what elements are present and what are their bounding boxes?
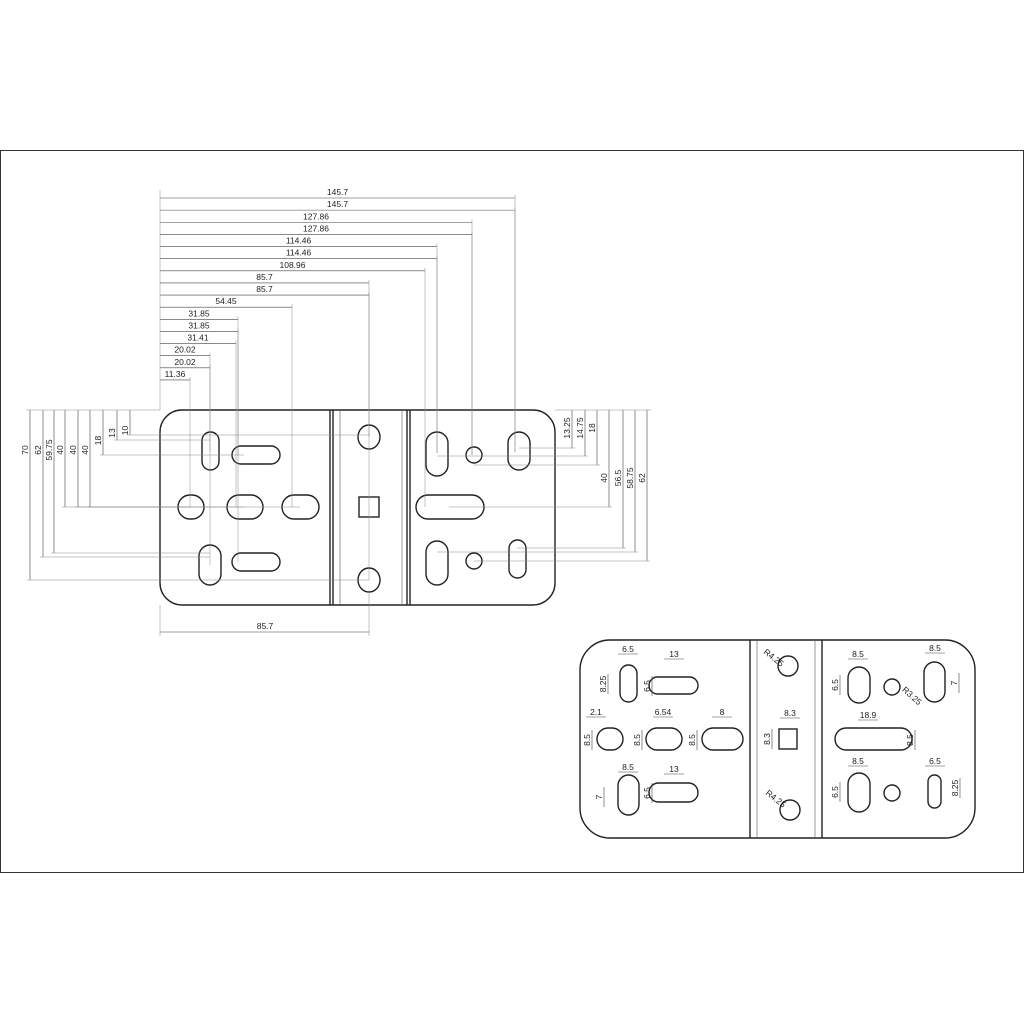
top-dimension-label: 20.02 [174,357,196,367]
round-hole [883,678,901,696]
detail-dimension-label: 8.5 [905,734,915,746]
slot-hole [596,727,624,751]
top-dimension-label: 114.46 [286,248,312,258]
slot-hole [648,676,699,695]
detail-dimension-label: 13 [669,649,679,659]
detail-dimension-label: 7 [594,794,604,799]
square-hole [778,728,798,750]
bottom-dimension-label: 85.7 [257,621,274,631]
top-dimension-label: 31.41 [187,333,209,343]
detail-dimension-label: 8.25 [598,675,608,692]
left-dimension-label: 13 [107,428,117,438]
detail-dimension-label: 8.5 [622,762,634,772]
slot-hole [645,727,683,751]
plate-outline [579,639,976,839]
slot-hole [701,727,744,751]
right-dimension-label: 58.75 [625,467,635,489]
left-dimension-label: 70 [20,445,30,455]
detail-dimension-label: 2.1 [590,707,602,717]
right-dimension-label: 40 [599,473,609,483]
main-plate-view: 145.7 145.7 127.86 127.86 114.46 114.46 108.96… [20,187,651,636]
slot-hole [834,727,913,751]
top-dimension-label: 31.85 [188,308,210,318]
slot-hole [847,666,871,704]
drawing-frame [0,150,1024,873]
detail-dimension-label: 6.5 [622,644,634,654]
detail-dimension-label: 6.5 [642,787,652,799]
top-dimension-label: 127.86 [303,223,329,233]
detail-dimension-label: 18.9 [860,710,877,720]
left-dimension-label: 18 [93,436,103,446]
slot-hole [619,664,638,703]
slot-hole [201,431,220,471]
right-dimension-label: 18 [587,423,597,433]
detail-dimension-label: 8 [720,707,725,717]
detail-dimension-label: R4.25 [762,647,786,669]
detail-dimension-label: 7 [949,680,959,685]
top-dimension-label: 145.7 [327,199,349,209]
detail-dimension-label: 6.54 [655,707,672,717]
round-hole [779,799,801,821]
top-dimension-label: 114.46 [286,236,312,246]
top-dimension-label: 11.36 [165,369,186,379]
detail-dimension-label: 6.5 [642,680,652,692]
round-hole [777,655,799,677]
detail-dimension-label: 8.3 [762,733,772,745]
detail-dimension-label: 8.5 [632,734,642,746]
right-dimension-label: 14.75 [575,417,585,439]
right-dimension-label: 13.25 [562,417,572,439]
detail-dimension-label: 8.5 [687,734,697,746]
slot-hole [507,431,531,471]
round-hole [465,446,483,464]
top-dimension-label: 85.7 [256,272,273,282]
detail-dimension-label: 13 [669,764,679,774]
detail-dimension-label: R3.25 [900,684,924,707]
top-dimension-label: 20.02 [174,345,196,355]
detail-dimension-label: 8.25 [950,779,960,796]
left-dimension-label: 40 [80,445,90,455]
detail-dimension-label: 8.5 [929,643,941,653]
right-dimension-label: 62 [637,473,647,483]
detail-plate-view: 6.58.25136.52.18.56.548.588.58.57136.5R4… [579,639,976,839]
slot-hole [425,540,449,586]
left-dimension-label: 10 [120,426,130,436]
round-hole [883,784,901,802]
top-dimension-label: 127.86 [303,211,329,221]
slot-hole [923,661,946,703]
plate-outline [159,409,556,606]
detail-dimension-label: 8.5 [852,756,864,766]
slot-hole [617,774,640,816]
detail-dimension-label: 6.5 [830,786,840,798]
left-dimension-label: 40 [55,445,65,455]
slot-hole [648,782,699,803]
top-dimension-label: 54.45 [215,296,237,306]
right-dimension-label: 56.5 [613,469,623,486]
slot-hole [927,774,942,809]
detail-dimension-label: 6.5 [929,756,941,766]
slot-hole [231,552,281,572]
slot-hole [847,772,871,813]
detail-dimension-label: 8.5 [582,734,592,746]
detail-dimension-label: R4.25 [764,788,788,810]
top-dimension-label: 85.7 [256,284,273,294]
left-dimension-label: 62 [33,445,43,455]
left-dimension-label: 59.75 [44,439,54,461]
detail-dimension-label: 6.5 [830,679,840,691]
top-dimension-label: 31.85 [188,320,210,330]
top-dimension-label: 145.7 [327,187,349,197]
detail-dimension-label: 8.5 [852,649,864,659]
slot-hole [508,539,527,579]
top-dimension-label: 108.96 [280,260,306,270]
left-dimension-label: 40 [68,445,78,455]
detail-dimension-label: 8.3 [784,708,796,718]
